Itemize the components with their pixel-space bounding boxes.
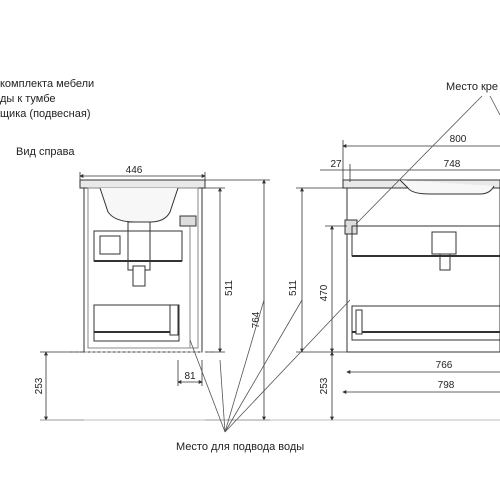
front-inner-height-left-dim: 511 <box>288 280 299 296</box>
front-cabinet-body <box>346 187 500 353</box>
front-inner-height-dim: 470 <box>319 284 330 301</box>
water-supply-label: Место для подвода воды <box>176 441 305 453</box>
mount-place-label: Место кре <box>446 81 499 93</box>
front-drawer-upper <box>351 225 500 257</box>
side-connection <box>179 215 197 227</box>
side-width-dim: 446 <box>126 165 143 176</box>
front-top-width-dim: 748 <box>444 159 461 170</box>
water-leaders <box>189 299 351 433</box>
front-outer-width-dim: 798 <box>438 380 455 391</box>
side-siphon <box>127 221 151 271</box>
side-drawer-lower <box>93 304 180 342</box>
description-line-2: ды к тумбе <box>0 93 56 105</box>
side-view <box>70 179 215 353</box>
front-view <box>342 179 500 353</box>
side-bottom-offset-dim: 253 <box>34 377 45 394</box>
description-line-1: комплекта мебели <box>0 78 95 90</box>
side-countertop <box>79 179 206 189</box>
side-view-label: Вид справа <box>16 146 75 158</box>
front-bottom-offset-dim: 253 <box>319 377 330 394</box>
mount-leaders <box>355 95 500 225</box>
front-total-width-dim: 800 <box>450 134 467 145</box>
side-basin <box>99 187 179 223</box>
side-total-height-dim: 764 <box>251 311 262 328</box>
side-inner-height-dim: 511 <box>224 280 235 296</box>
front-left-offset-dim: 27 <box>330 159 342 170</box>
front-connection <box>344 219 358 235</box>
front-base-width-dim: 766 <box>436 360 453 371</box>
side-pipe-offset-dim: 81 <box>184 371 196 382</box>
front-drawer-lower <box>351 305 500 341</box>
front-basin <box>399 179 495 195</box>
description-line-3: щика (подвесная) <box>0 108 91 120</box>
